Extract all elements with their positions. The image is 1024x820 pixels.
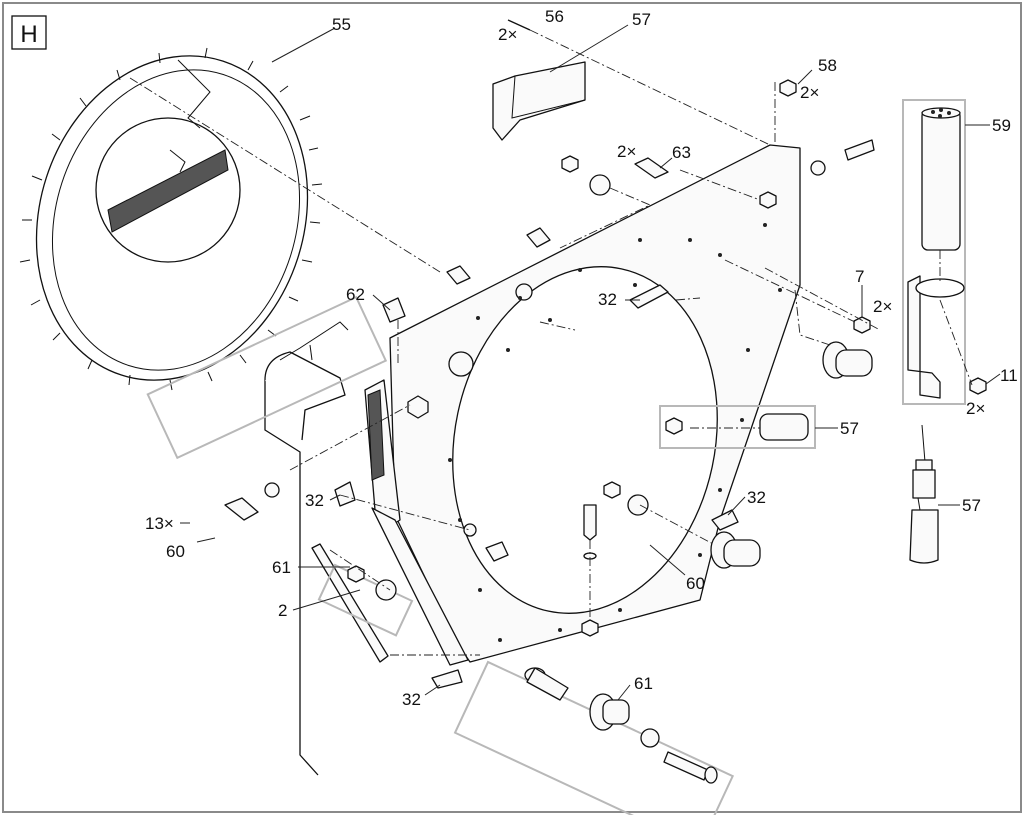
- callout-59: 59: [992, 116, 1011, 135]
- callout-13-qty: 13×: [145, 514, 174, 533]
- roller-guide-group: [902, 99, 966, 405]
- section-letter: H: [20, 21, 37, 48]
- callout-62: 62: [346, 285, 365, 304]
- callout-57-right: 57: [962, 496, 981, 515]
- callout-32-right: 32: [747, 488, 766, 507]
- drum-rim-part: [19, 47, 323, 391]
- roller-icon: [710, 531, 761, 569]
- fastener-parts: [146, 19, 987, 689]
- callout-labels: 55 56 2× 57 58 2× 59 63 2× 62 32 7 2× 11…: [145, 7, 1018, 709]
- callout-57-top: 57: [632, 10, 651, 29]
- callout-32-top: 32: [598, 290, 617, 309]
- callout-32-bottom: 32: [402, 690, 421, 709]
- callout-2: 2: [278, 601, 287, 620]
- callout-11: 11: [1000, 366, 1018, 385]
- sensor-part: [909, 424, 939, 564]
- section-marker: H: [11, 15, 47, 50]
- roller-parts: [453, 341, 873, 820]
- side-panel-part: [389, 144, 801, 663]
- roller-icon: [822, 341, 873, 379]
- callout-60-left: 60: [166, 542, 185, 561]
- callout-61-left: 61: [272, 558, 291, 577]
- callout-61-bottom: 61: [634, 674, 653, 693]
- leader-lines: [180, 24, 1001, 701]
- callout-58: 58: [818, 56, 837, 75]
- callout-11-qty: 2×: [966, 399, 985, 418]
- callout-32-left: 32: [305, 491, 324, 510]
- callout-60-mid: 60: [686, 574, 705, 593]
- callout-56-qty: 2×: [498, 25, 517, 44]
- callout-56: 56: [545, 7, 564, 26]
- callout-55: 55: [332, 15, 351, 34]
- callout-7-qty: 2×: [873, 297, 892, 316]
- callout-57-mid: 57: [840, 419, 859, 438]
- callout-58-qty: 2×: [800, 83, 819, 102]
- bracket-part-top: [492, 61, 586, 141]
- assembly-lines: [129, 29, 973, 656]
- callout-7: 7: [855, 267, 864, 286]
- callout-63: 63: [672, 143, 691, 162]
- callout-63-qty: 2×: [617, 142, 636, 161]
